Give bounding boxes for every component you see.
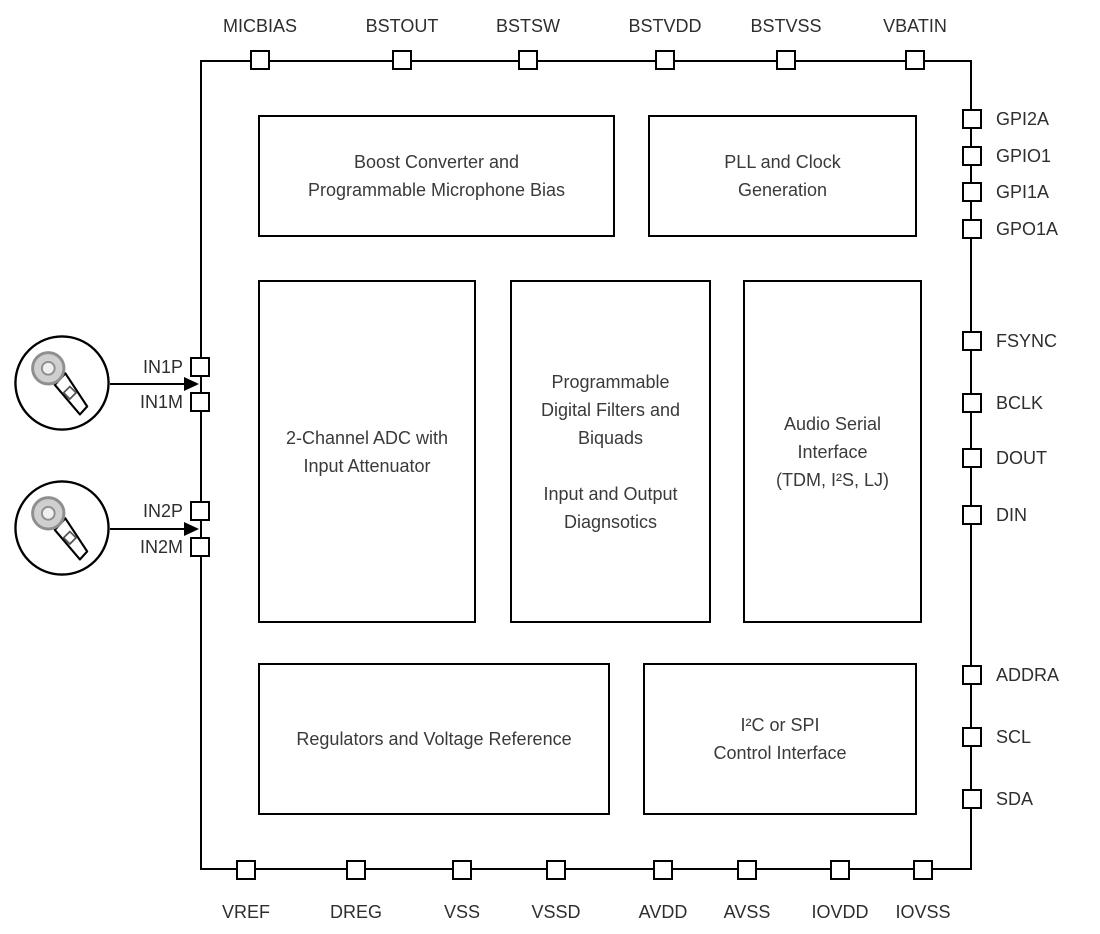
pin-gpi1a [962,182,982,202]
pin-vref [236,860,256,880]
pin-label-bstvdd: BSTVDD [628,16,702,36]
pin-label-gpi1a: GPI1A [996,182,1050,202]
pin-label-scl: SCL [996,727,1032,747]
pin-label-vref: VREF [221,902,271,922]
pin-vbatin [905,50,925,70]
block-regulators-label: Regulators and Voltage Reference [296,729,572,749]
pin-iovss [913,860,933,880]
pin-fsync [962,331,982,351]
pin-bstvss [776,50,796,70]
pin-bstvdd [655,50,675,70]
pin-label-iovss: IOVSS [895,902,951,922]
pin-gpi2a [962,109,982,129]
pin-bclk [962,393,982,413]
mic2-arrow-right-icon [184,522,199,536]
pin-label-gpi2a: GPI2A [996,109,1050,129]
pin-label-gpio1: GPIO1 [996,146,1052,166]
pin-label-vssd: VSSD [531,902,581,922]
pin-label-gpo1a: GPO1A [996,219,1059,239]
microphone-icon [14,335,110,431]
pin-label-in2m: IN2M [139,537,183,557]
pin-gpio1 [962,146,982,166]
block-adc: 2-Channel ADC with Input Attenuator [258,280,476,623]
mic1-arrow-right-icon [184,377,199,391]
pin-dout [962,448,982,468]
pin-label-vbatin: VBATIN [883,16,947,36]
pin-avdd [653,860,673,880]
pin-scl [962,727,982,747]
pin-label-in1m: IN1M [139,392,183,412]
pin-label-bstout: BSTOUT [365,16,439,36]
pin-label-micbias: MICBIAS [222,16,298,36]
pin-sda [962,789,982,809]
pin-in1m [190,392,210,412]
pin-vss [452,860,472,880]
pin-avss [737,860,757,880]
pin-label-dout: DOUT [996,448,1047,468]
mic1-arrow-line [110,383,186,385]
mic2-arrow-line [110,528,186,530]
pin-micbias [250,50,270,70]
pin-label-bstsw: BSTSW [495,16,561,36]
pin-dreg [346,860,366,880]
block-adc-label: 2-Channel ADC with Input Attenuator [285,427,449,476]
pin-bstout [392,50,412,70]
block-audio-serial-interface: Audio Serial Interface (TDM, I²S, LJ) [743,280,922,623]
pin-label-bclk: BCLK [996,393,1044,413]
block-regulators: Regulators and Voltage Reference [258,663,610,815]
pin-in2m [190,537,210,557]
pin-in1p [190,357,210,377]
pin-gpo1a [962,219,982,239]
pin-label-in2p: IN2P [142,501,183,521]
pin-label-dreg: DREG [329,902,383,922]
pin-label-sda: SDA [996,789,1034,809]
pin-addra [962,665,982,685]
pin-label-vss: VSS [443,902,481,922]
pin-in2p [190,501,210,521]
pin-iovdd [830,860,850,880]
pin-label-bstvss: BSTVSS [750,16,822,36]
pin-label-fsync: FSYNC [996,331,1058,351]
block-boost-converter: Boost Converter and Programmable Microph… [258,115,615,237]
block-control-interface: I²C or SPI Control Interface [643,663,917,815]
pin-label-in1p: IN1P [142,357,183,377]
pin-label-avdd: AVDD [638,902,688,922]
pin-bstsw [518,50,538,70]
block-digital-filters-label: Programmable Digital Filters and Biquads… [540,371,681,532]
block-digital-filters: Programmable Digital Filters and Biquads… [510,280,711,623]
block-pll-clock: PLL and Clock Generation [648,115,917,237]
pin-label-iovdd: IOVDD [811,902,869,922]
pin-vssd [546,860,566,880]
pin-din [962,505,982,525]
block-boost-converter-label: Boost Converter and Programmable Microph… [307,152,566,200]
block-control-interface-label: I²C or SPI Control Interface [713,715,847,763]
microphone-icon [14,480,110,576]
pin-label-din: DIN [996,505,1027,525]
block-pll-clock-label: PLL and Clock Generation [724,152,841,200]
pin-label-addra: ADDRA [996,665,1060,685]
pin-label-avss: AVSS [723,902,771,922]
block-audio-serial-interface-label: Audio Serial Interface (TDM, I²S, LJ) [776,413,889,490]
